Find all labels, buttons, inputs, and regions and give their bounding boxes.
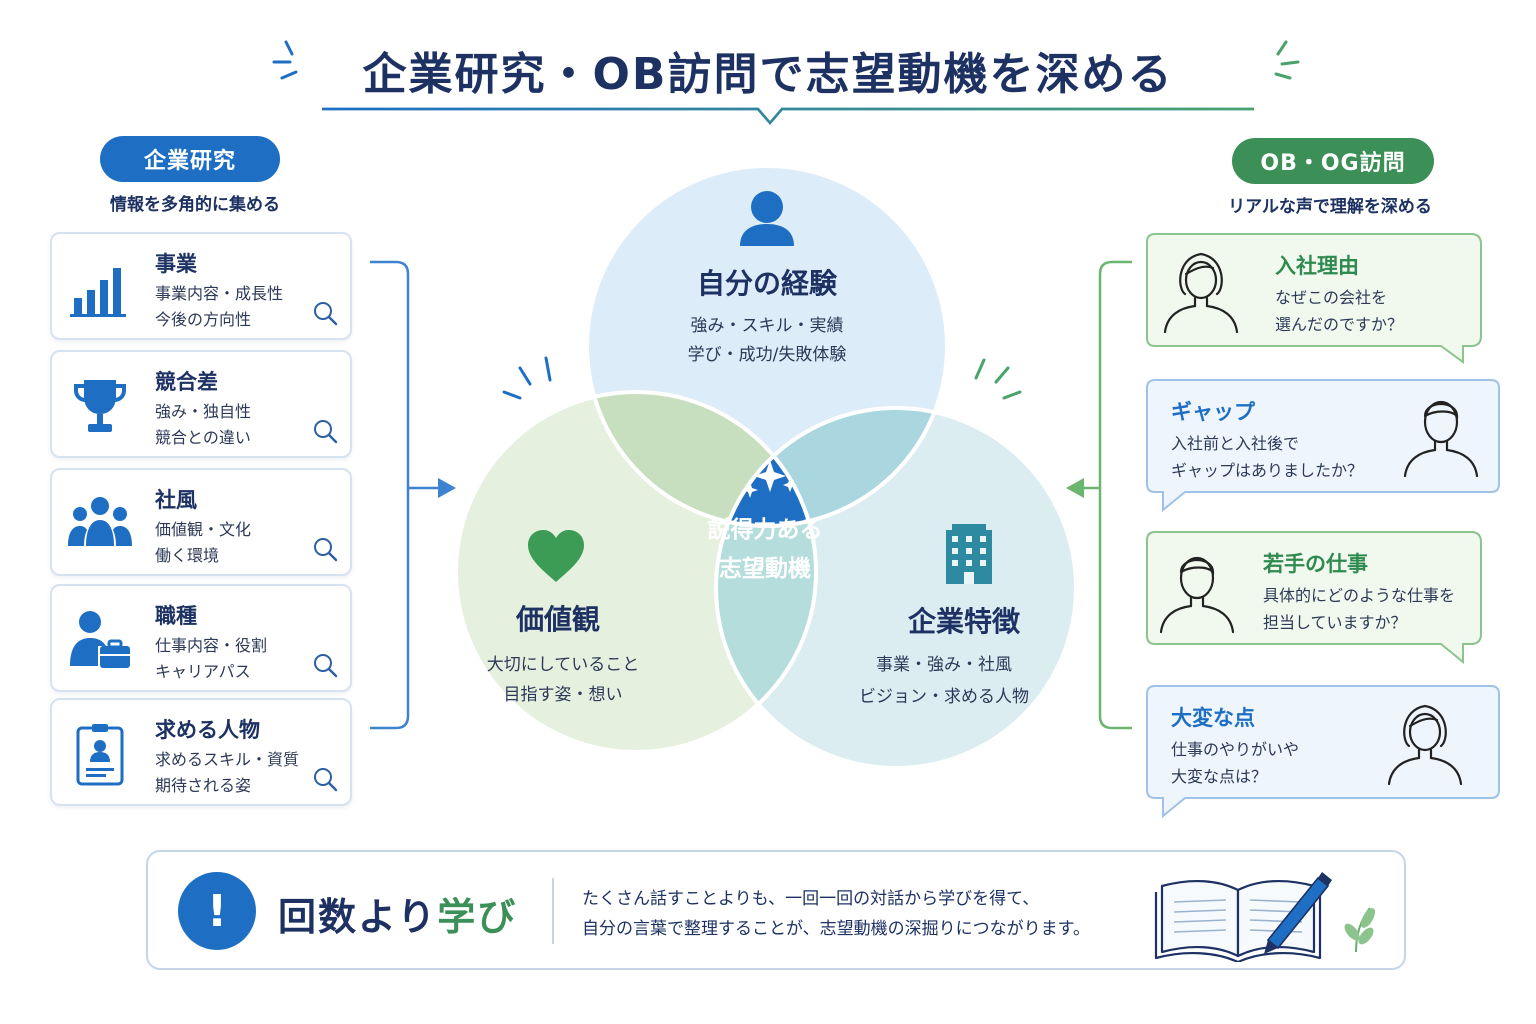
card-line: 競合との違い [155, 428, 251, 447]
card-line: ギャップはありましたか？ [1171, 461, 1364, 480]
venn-right-line1: 事業・強み・社風 [876, 655, 1012, 675]
card-line: 担当していますか？ [1263, 613, 1407, 632]
man-avatar-icon [1403, 400, 1479, 478]
company-research-pill: 企業研究 [100, 136, 280, 182]
heading-part1: 回数より [278, 895, 438, 939]
card-line: 選んだのですか？ [1275, 315, 1404, 334]
research-card-ideal-candidate[interactable]: 求める人物 求めるスキル・資質 期待される姿 [50, 698, 352, 806]
people-group-icon [68, 497, 132, 546]
accent-ticks-right [1274, 40, 1300, 80]
arrow-left-icon [1066, 478, 1084, 498]
card-line: キャリアパス [155, 662, 251, 681]
card-title: 事業 [155, 252, 197, 276]
card-line: 働く環境 [155, 546, 220, 565]
card-title: 大変な点 [1171, 706, 1255, 730]
magnifier-icon[interactable] [312, 766, 338, 792]
research-card-culture[interactable]: 社風 価値観・文化 働く環境 [50, 468, 352, 576]
venn-right-title: 企業特徴 [907, 605, 1020, 638]
card-line: 仕事内容・役割 [155, 636, 268, 655]
magnifier-icon[interactable] [312, 418, 338, 444]
accent-ticks-left [272, 40, 298, 80]
card-line: 具体的にどのような仕事を [1263, 586, 1456, 605]
trophy-icon [74, 380, 126, 432]
card-title: 入社理由 [1275, 254, 1359, 278]
research-card-competition[interactable]: 競合差 強み・独自性 競合との違い [50, 350, 352, 458]
visit-card-young-work[interactable]: 若手の仕事 具体的にどのような仕事を 担当していますか？ [1145, 530, 1501, 665]
building-icon [946, 524, 992, 584]
key-message-box: ! 回数より学び たくさん話すことよりも、一回一回の対話から学びを得て、 自分の… [146, 850, 1406, 970]
card-line: 今後の方向性 [155, 310, 252, 329]
notebook-pen-icon [1154, 872, 1375, 962]
ob-visit-subtitle: リアルな声で理解を深める [1228, 197, 1432, 217]
leaf-icon [1344, 907, 1375, 953]
speech-bubble [1146, 685, 1500, 819]
venn-top-line2: 学び・成功/失敗体験 [687, 345, 847, 365]
ob-visit-pill: OB・OG訪問 [1232, 138, 1434, 184]
card-line: 期待される姿 [155, 776, 252, 795]
magnifier-icon[interactable] [312, 652, 338, 678]
venn-top-title: 自分の経験 [696, 267, 837, 300]
speech-bubble [1146, 531, 1482, 665]
card-title: 競合差 [155, 370, 218, 394]
card-line: 求めるスキル・資質 [155, 750, 300, 769]
pen-icon [1264, 872, 1332, 954]
venn-center-line1: 説得力ある [707, 517, 823, 543]
page-title: 企業研究・OB訪問で志望動機を深める [362, 49, 1174, 100]
venn-center-line2: 志望動機 [719, 556, 811, 582]
person-icon [740, 191, 794, 246]
venn-accent-ticks-left [502, 356, 552, 400]
id-clipboard-icon [76, 724, 124, 786]
card-line: 価値観・文化 [155, 520, 252, 539]
key-message-line2: 自分の言葉で整理することが、志望動機の深掘りにつながります。 [582, 919, 1090, 939]
key-message-heading: 回数より学び [278, 886, 517, 941]
heading-part2: 学び [437, 895, 518, 939]
man-avatar-icon [1159, 556, 1235, 634]
bar-chart-icon [70, 268, 126, 317]
card-line: 仕事のやりがいや [1171, 740, 1300, 759]
venn-top-line1: 強み・スキル・実績 [690, 316, 844, 336]
person-briefcase-icon [70, 611, 130, 668]
magnifier-icon[interactable] [312, 536, 338, 562]
venn-right-line2: ビジョン・求める人物 [859, 687, 1029, 707]
company-research-subtitle: 情報を多角的に集める [110, 195, 280, 215]
card-line: 事業内容・成長性 [155, 284, 284, 303]
speech-bubble [1146, 379, 1500, 513]
card-line: 強み・独自性 [155, 402, 252, 421]
card-title: 若手の仕事 [1263, 552, 1368, 576]
magnifier-icon[interactable] [312, 300, 338, 326]
visit-card-reason[interactable]: 入社理由 なぜこの会社を 選んだのですか？ [1145, 232, 1501, 364]
divider [552, 878, 554, 944]
card-title: 職種 [155, 604, 197, 628]
sparkle-icon [742, 460, 797, 498]
visit-card-hardships[interactable]: 大変な点 仕事のやりがいや 大変な点は？ [1145, 684, 1501, 819]
research-card-business[interactable]: 事業 事業内容・成長性 今後の方向性 [50, 232, 352, 340]
card-line: 入社前と入社後で [1171, 434, 1300, 453]
card-line: なぜこの会社を [1275, 288, 1388, 307]
key-message-line1: たくさん話すことよりも、一回一回の対話から学びを得て、 [582, 889, 1040, 909]
speech-bubble [1146, 233, 1482, 364]
card-title: ギャップ [1171, 400, 1255, 424]
card-line: 大変な点は？ [1171, 767, 1268, 786]
visit-card-gap[interactable]: ギャップ 入社前と入社後で ギャップはありましたか？ [1145, 378, 1501, 513]
woman-avatar-icon [1163, 252, 1239, 334]
title-underline [272, 40, 1300, 125]
venn-accent-ticks-right [974, 358, 1022, 400]
card-title: 求める人物 [155, 718, 260, 742]
venn-left-title: 価値観 [515, 603, 600, 636]
exclamation-icon: ! [178, 872, 256, 950]
research-card-job-type[interactable]: 職種 仕事内容・役割 キャリアパス [50, 584, 352, 692]
woman-avatar-icon [1387, 704, 1463, 786]
venn-left-line2: 目指す姿・想い [503, 685, 623, 705]
arrow-right-icon [438, 478, 456, 498]
heart-icon [528, 530, 584, 582]
card-title: 社風 [155, 488, 197, 512]
venn-left-line1: 大切にしていること [486, 655, 640, 675]
